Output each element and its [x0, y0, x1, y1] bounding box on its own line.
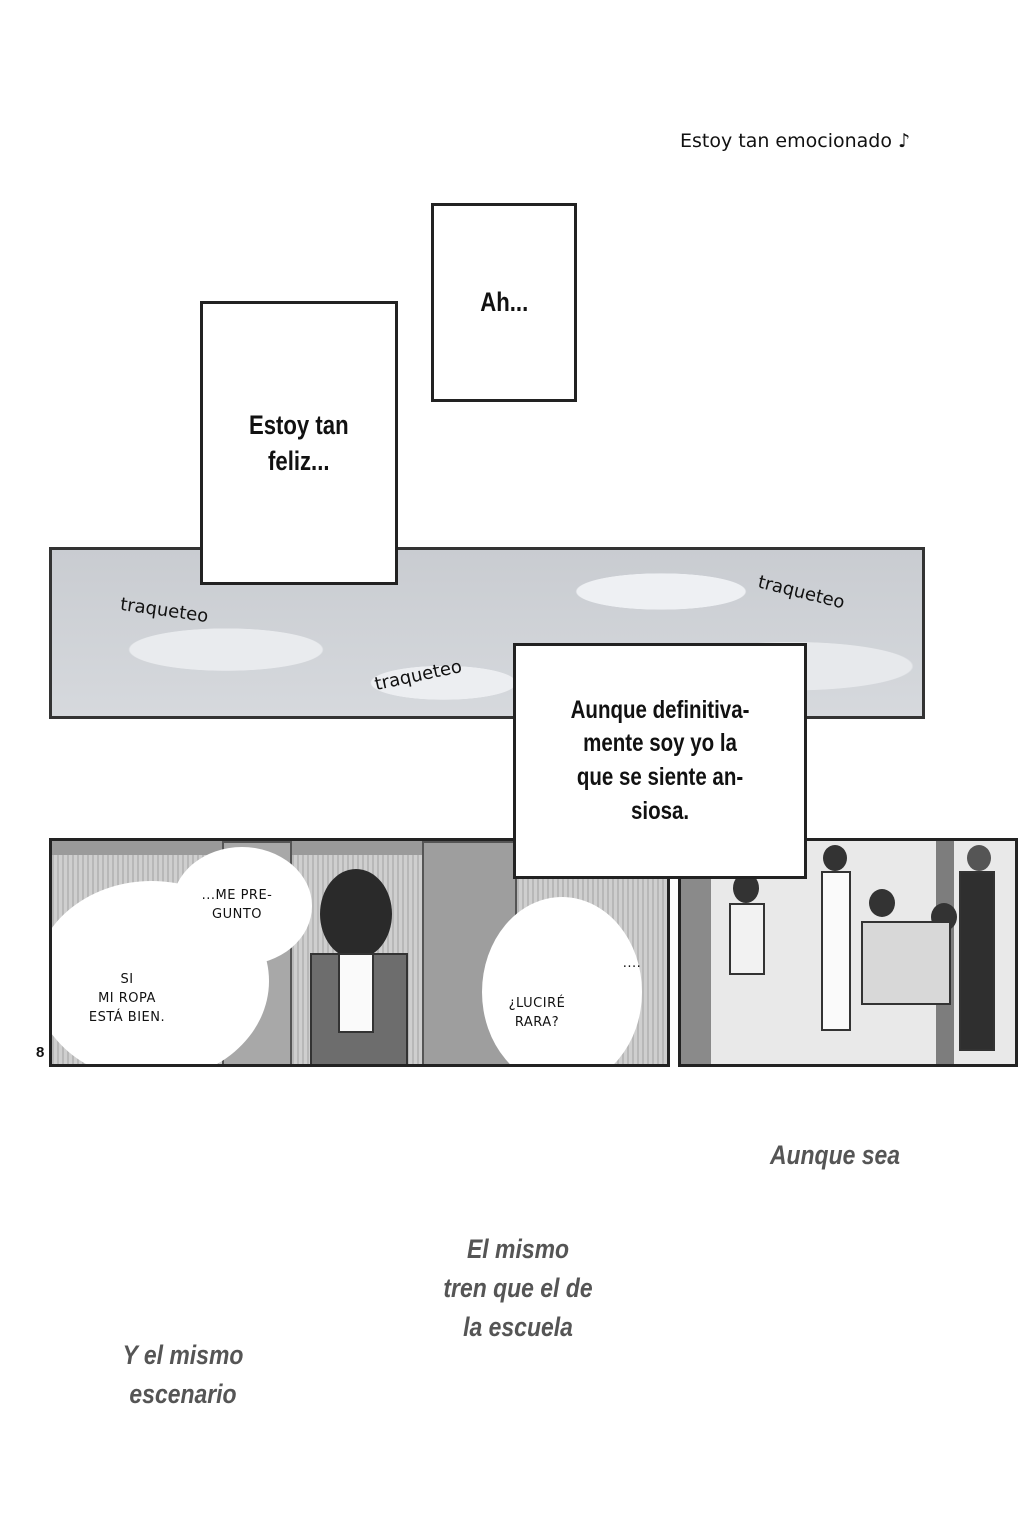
seated-head-1 — [869, 889, 895, 917]
thought-bubble-right — [482, 897, 642, 1064]
narration-aunque: Aunque sea — [769, 1140, 901, 1170]
sfx-middle: traqueteo — [372, 656, 464, 695]
narration-tren: El mismo tren que el de la escuela — [443, 1234, 593, 1343]
caption-ansiosa-text: Aunque definitiva- mente soy yo la que s… — [570, 695, 750, 825]
bubble-dots: .... — [622, 956, 642, 971]
seated-bodies — [861, 921, 951, 1005]
page-number: 8 — [36, 1044, 45, 1061]
caption-ah-text: Ah... — [480, 287, 528, 318]
caption-feliz-text: Estoy tan feliz... — [249, 409, 349, 476]
train-panel-girl: ...ME PRE- GUNTO SI MI ROPA ESTÁ BIEN. .… — [49, 838, 670, 1067]
sfx-left: traqueteo — [118, 593, 210, 628]
passenger-man-head — [823, 845, 847, 871]
caption-box-ansiosa: Aunque definitiva- mente soy yo la que s… — [513, 643, 807, 879]
passenger-woman-body — [729, 903, 765, 975]
thought-bubble-top — [172, 847, 312, 965]
bubble-pregunto: ...ME PRE- GUNTO — [201, 888, 273, 922]
narration-escenario: Y el mismo escenario — [122, 1340, 244, 1410]
caption-box-ah: Ah... — [431, 203, 577, 402]
standing-right-head — [967, 845, 991, 871]
top-caption: Estoy tan emocionado ♪ — [680, 130, 911, 152]
sfx-right: traqueteo — [755, 571, 847, 614]
standing-right-body — [959, 871, 995, 1051]
caption-box-feliz: Estoy tan feliz... — [200, 301, 398, 585]
bubble-ropa: SI MI ROPA ESTÁ BIEN. — [88, 972, 166, 1025]
passenger-man-body — [821, 871, 851, 1031]
girl-hair — [320, 869, 392, 959]
bubble-rara: ¿LUCIRÉ RARA? — [508, 996, 566, 1030]
sky-panel: traqueteo traqueteo traqueteo — [49, 547, 925, 719]
girl-shirt — [338, 953, 374, 1033]
